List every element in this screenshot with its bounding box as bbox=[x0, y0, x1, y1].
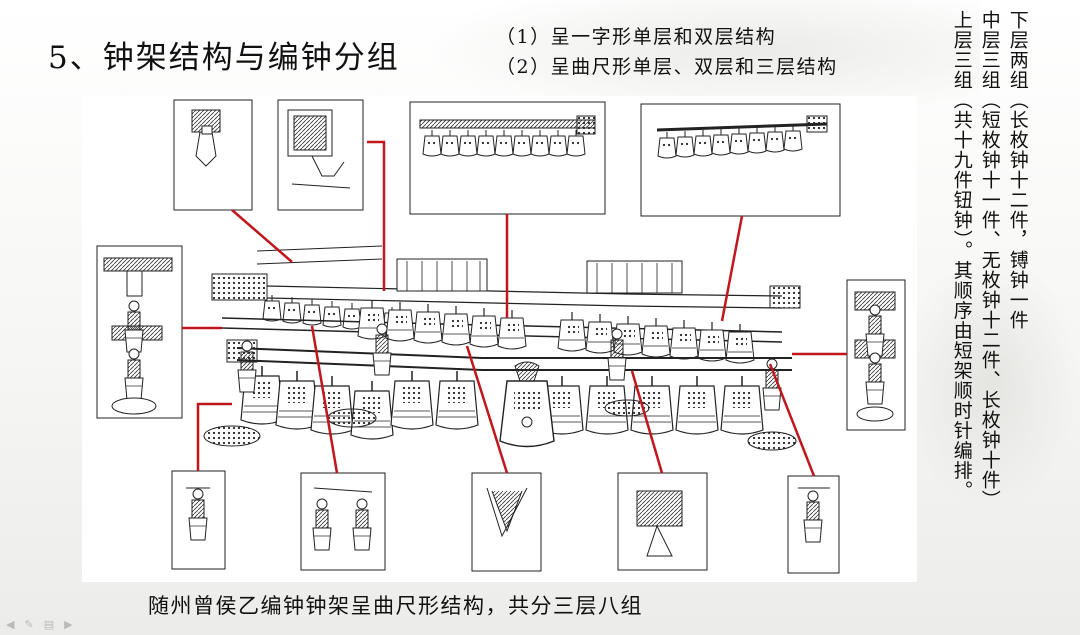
subtitle-line-1: （1）呈一字形单层和双层结构 bbox=[496, 26, 777, 48]
subtitle-line-2: （2）呈曲尺形单层、双层和三层结构 bbox=[496, 56, 838, 78]
vertical-text-col-2: 中层三组（短枚钟十一件、无枚钟十二件、长枚钟十件） bbox=[978, 10, 1001, 510]
bell-rack-drawing bbox=[96, 99, 906, 574]
pen-icon[interactable]: ✎ bbox=[24, 618, 34, 631]
arrow-left-icon[interactable]: ◀ bbox=[6, 618, 15, 631]
menu-icon[interactable]: ▤ bbox=[43, 618, 55, 631]
bell-rack-figure bbox=[82, 96, 917, 582]
slide-title: 5、钟架结构与编钟分组 bbox=[48, 40, 400, 76]
background-mist bbox=[900, 250, 1080, 510]
slide-toolbar: ◀ ✎ ▤ ▶ bbox=[6, 618, 73, 631]
arrow-right-icon[interactable]: ▶ bbox=[64, 618, 73, 631]
figure-caption: 随州曾侯乙编钟钟架呈曲尺形结构，共分三层八组 bbox=[148, 594, 643, 618]
vertical-text-col-1: 下层两组（长枚钟十二件，镈钟一件 bbox=[1006, 10, 1029, 330]
vertical-text-col-3: 上层三组（共十九件钮钟）。其顺序由短架顺时针编排。 bbox=[950, 10, 973, 501]
